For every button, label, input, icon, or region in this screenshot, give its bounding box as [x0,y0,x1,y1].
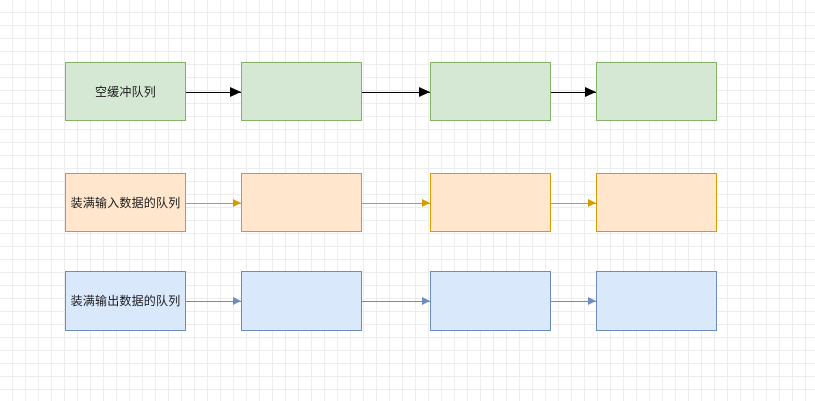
arrowhead-icon [588,198,596,207]
arrowhead-icon [422,198,430,207]
node-empty-buffer-queue-row-3[interactable] [430,62,551,121]
arrowhead-icon [422,297,430,305]
node-empty-buffer-queue-row-4[interactable] [596,62,717,121]
arrowhead-icon [230,86,241,97]
node-input-data-filled-queue-row-4[interactable] [596,173,717,232]
node-label: 装满输出数据的队列 [70,294,181,308]
arrowhead-icon [419,86,430,97]
edge-line [362,202,430,204]
node-output-data-filled-queue-row-1[interactable]: 装满输出数据的队列 [65,271,186,331]
edge-line [551,301,596,302]
arrowhead-icon [233,297,241,305]
node-output-data-filled-queue-row-4[interactable] [596,271,717,331]
node-output-data-filled-queue-row-2[interactable] [241,271,362,331]
node-input-data-filled-queue-row-1[interactable]: 装满输入数据的队列 [65,173,186,232]
node-input-data-filled-queue-row-2[interactable] [241,173,362,232]
edge-line [186,202,241,204]
edge-line [186,91,241,93]
arrowhead-icon [588,297,596,305]
node-label: 空缓冲队列 [94,84,156,99]
edge-line [551,202,596,204]
edge-line [362,91,430,93]
edge-line [186,301,241,302]
edge-line [551,91,596,93]
edge-line [362,301,430,302]
arrowhead-icon [233,198,241,207]
node-input-data-filled-queue-row-3[interactable] [430,173,551,232]
node-empty-buffer-queue-row-1[interactable]: 空缓冲队列 [65,62,186,121]
arrowhead-icon [585,86,596,97]
node-empty-buffer-queue-row-2[interactable] [241,62,362,121]
node-output-data-filled-queue-row-3[interactable] [430,271,551,331]
node-label: 装满输入数据的队列 [70,195,181,210]
